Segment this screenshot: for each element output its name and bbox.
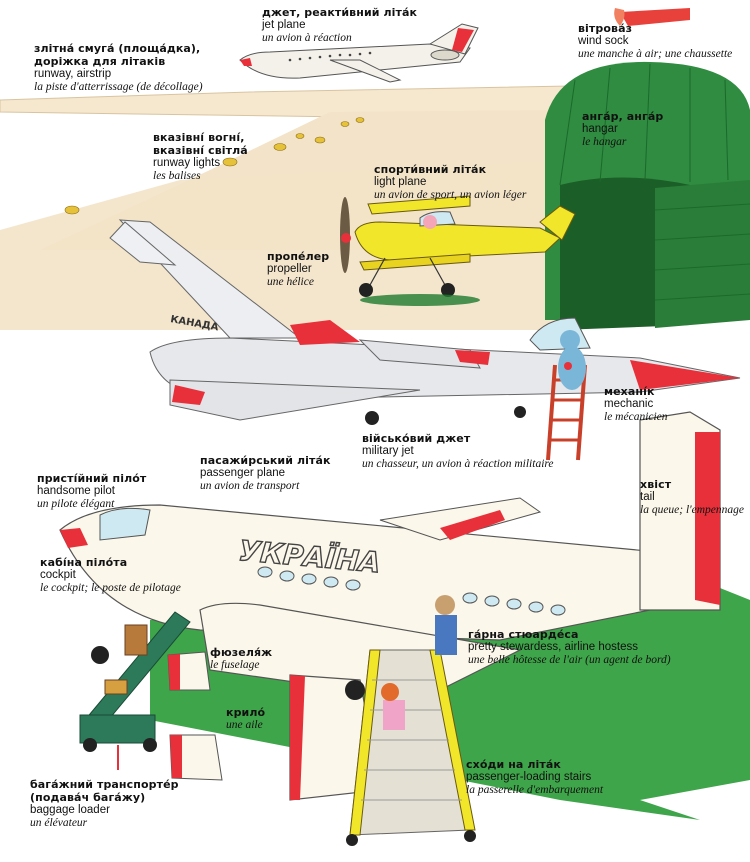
label-passenger-plane-en: passenger plane (200, 467, 286, 479)
label-runway-lights-en: runway lights (153, 157, 221, 169)
label-runway-lights: вказівні́ вогні́, вказівні́ світла́ runw… (153, 131, 248, 183)
label-runway-fr: la piste d'atterrissage (de décollage) (34, 81, 203, 93)
label-wing: крило́ une aile (226, 706, 265, 732)
label-light-plane-uk: спорти́вний літа́к (374, 163, 487, 176)
passenger-windows (257, 566, 566, 616)
label-propeller-fr: une hélice (267, 276, 314, 288)
label-fuselage: фюзеля́ж le fuselage fuselage (210, 646, 272, 672)
label-tail: хвіст tail la queue; l'empennage (640, 478, 744, 517)
label-military-jet-fr: un chasseur, un avion à réaction militai… (362, 458, 554, 470)
label-light-plane-fr: un avion de sport, un avion léger (374, 189, 527, 201)
label-hangar-fr: le hangar (582, 136, 627, 148)
label-mechanic: механі́к mechanic le mécanicien (604, 385, 668, 424)
label-tail-uk: хвіст (640, 478, 672, 491)
label-passenger-plane-fr: un avion de transport (200, 480, 300, 492)
wind-sock (614, 8, 690, 26)
label-passenger-plane-uk: пасажи́рський літа́к (200, 454, 331, 467)
mechanic-ladder (546, 330, 587, 461)
label-light-plane: спорти́вний літа́к light plane un avion … (374, 163, 526, 202)
label-baggage-loader-fr: un élévateur (30, 817, 88, 829)
label-military-jet-en: military jet (362, 445, 414, 457)
label-stairs-en: passenger-loading stairs (466, 771, 592, 783)
label-mechanic-fr: le mécanicien (604, 411, 668, 423)
label-tail-en: tail (640, 491, 655, 503)
label-mechanic-en: mechanic (604, 398, 654, 410)
label-jet-plane-fr: un avion à réaction (262, 32, 352, 44)
label-light-plane-en: light plane (374, 176, 427, 188)
label-cockpit-uk: кабі́на піло́та (40, 556, 128, 569)
military-jet (109, 219, 741, 425)
label-runway-lights-uk2: вказівні́ світла́ (153, 144, 248, 157)
label-handsome-pilot-fr: un pilote élégant (37, 498, 115, 510)
label-stairs: схо́ди на літа́к passenger-loading stair… (466, 758, 603, 797)
label-stewardess-uk: га́рна стюарде́са (468, 628, 579, 641)
label-stewardess-fr: une belle hôtesse de l'air (un agent de … (468, 654, 671, 666)
label-propeller-en: propeller (267, 263, 312, 275)
label-runway-uk2: доріжка для літаків (34, 55, 166, 68)
label-military-jet: військо́вий джет military jet un chasseu… (362, 432, 554, 471)
label-hangar-uk: анга́р, анга́р (582, 110, 664, 123)
label-jet-plane-en: jet plane (262, 19, 306, 31)
label-handsome-pilot: присті́йний піло́т handsome pilot un pil… (37, 472, 146, 511)
hangar (545, 61, 750, 330)
label-baggage-loader-uk1: бага́жний транспорте́р (30, 778, 179, 791)
label-wing-fr: une aile (226, 719, 263, 731)
label-baggage-loader: бага́жний транспорте́р (подава́ч бага́жу… (30, 778, 179, 830)
runway-lights (64, 117, 365, 215)
label-fuselage-uk: фюзеля́ж (210, 646, 273, 659)
label-mechanic-uk: механі́к (604, 385, 655, 398)
loading-stairs (346, 595, 476, 846)
label-stewardess: га́рна стюарде́са pretty stewardess, air… (468, 628, 671, 667)
label-stairs-fr: la passerelle d'embarquement (466, 784, 604, 796)
light-plane (340, 195, 576, 306)
label-tail-fr: la queue; l'empennage (640, 504, 745, 516)
label-cockpit-fr: le cockpit; le poste de pilotage (40, 582, 181, 594)
label-runway-lights-fr: les balises (153, 170, 201, 182)
label-wing-uk: крило́ (226, 706, 266, 719)
label-jet-plane: джет, реакти́вний літа́к jet plane un av… (262, 6, 417, 45)
label-hangar: анга́р, анга́р hangar le hangar (582, 110, 663, 149)
label-runway-uk1: злітна́ смуга́ (площа́дка), (34, 42, 201, 55)
label-runway-en: runway, airstrip (34, 68, 112, 80)
label-runway-lights-uk1: вказівні́ вогні́, (153, 131, 245, 144)
label-wind-sock-fr: une manche à air; une chaussette (578, 48, 733, 60)
label-handsome-pilot-uk: присті́йний піло́т (37, 472, 147, 485)
label-jet-plane-uk: джет, реакти́вний літа́к (262, 6, 418, 19)
label-cockpit: кабі́на піло́та cockpit le cockpit; le p… (40, 556, 181, 595)
label-runway: злітна́ смуга́ (площа́дка), доріжка для … (34, 42, 203, 94)
label-baggage-loader-uk2: (подава́ч бага́жу) (30, 791, 146, 804)
jet-plane-flying (239, 23, 479, 83)
label-hangar-en: hangar (582, 123, 618, 135)
label-cockpit-en: cockpit (40, 569, 76, 581)
label-propeller: пропе́лер propeller une hélice (267, 250, 329, 289)
label-stewardess-en: pretty stewardess, airline hostess (468, 641, 639, 653)
label-wind-sock-uk: вітрова́з (578, 22, 633, 35)
label-wind-sock: вітрова́з wind sock une manche à air; un… (578, 22, 732, 61)
label-fuselage-fr: le fuselage (210, 659, 260, 671)
baggage-loader (79, 611, 191, 770)
label-stairs-uk: схо́ди на літа́к (466, 758, 561, 771)
label-propeller-uk: пропе́лер (267, 250, 330, 263)
label-handsome-pilot-en: handsome pilot (37, 485, 115, 497)
label-wind-sock-en: wind sock (578, 35, 629, 47)
label-passenger-plane: пасажи́рський літа́к passenger plane un … (200, 454, 331, 493)
label-baggage-loader-en: baggage loader (30, 804, 110, 816)
label-military-jet-uk: військо́вий джет (362, 432, 471, 445)
